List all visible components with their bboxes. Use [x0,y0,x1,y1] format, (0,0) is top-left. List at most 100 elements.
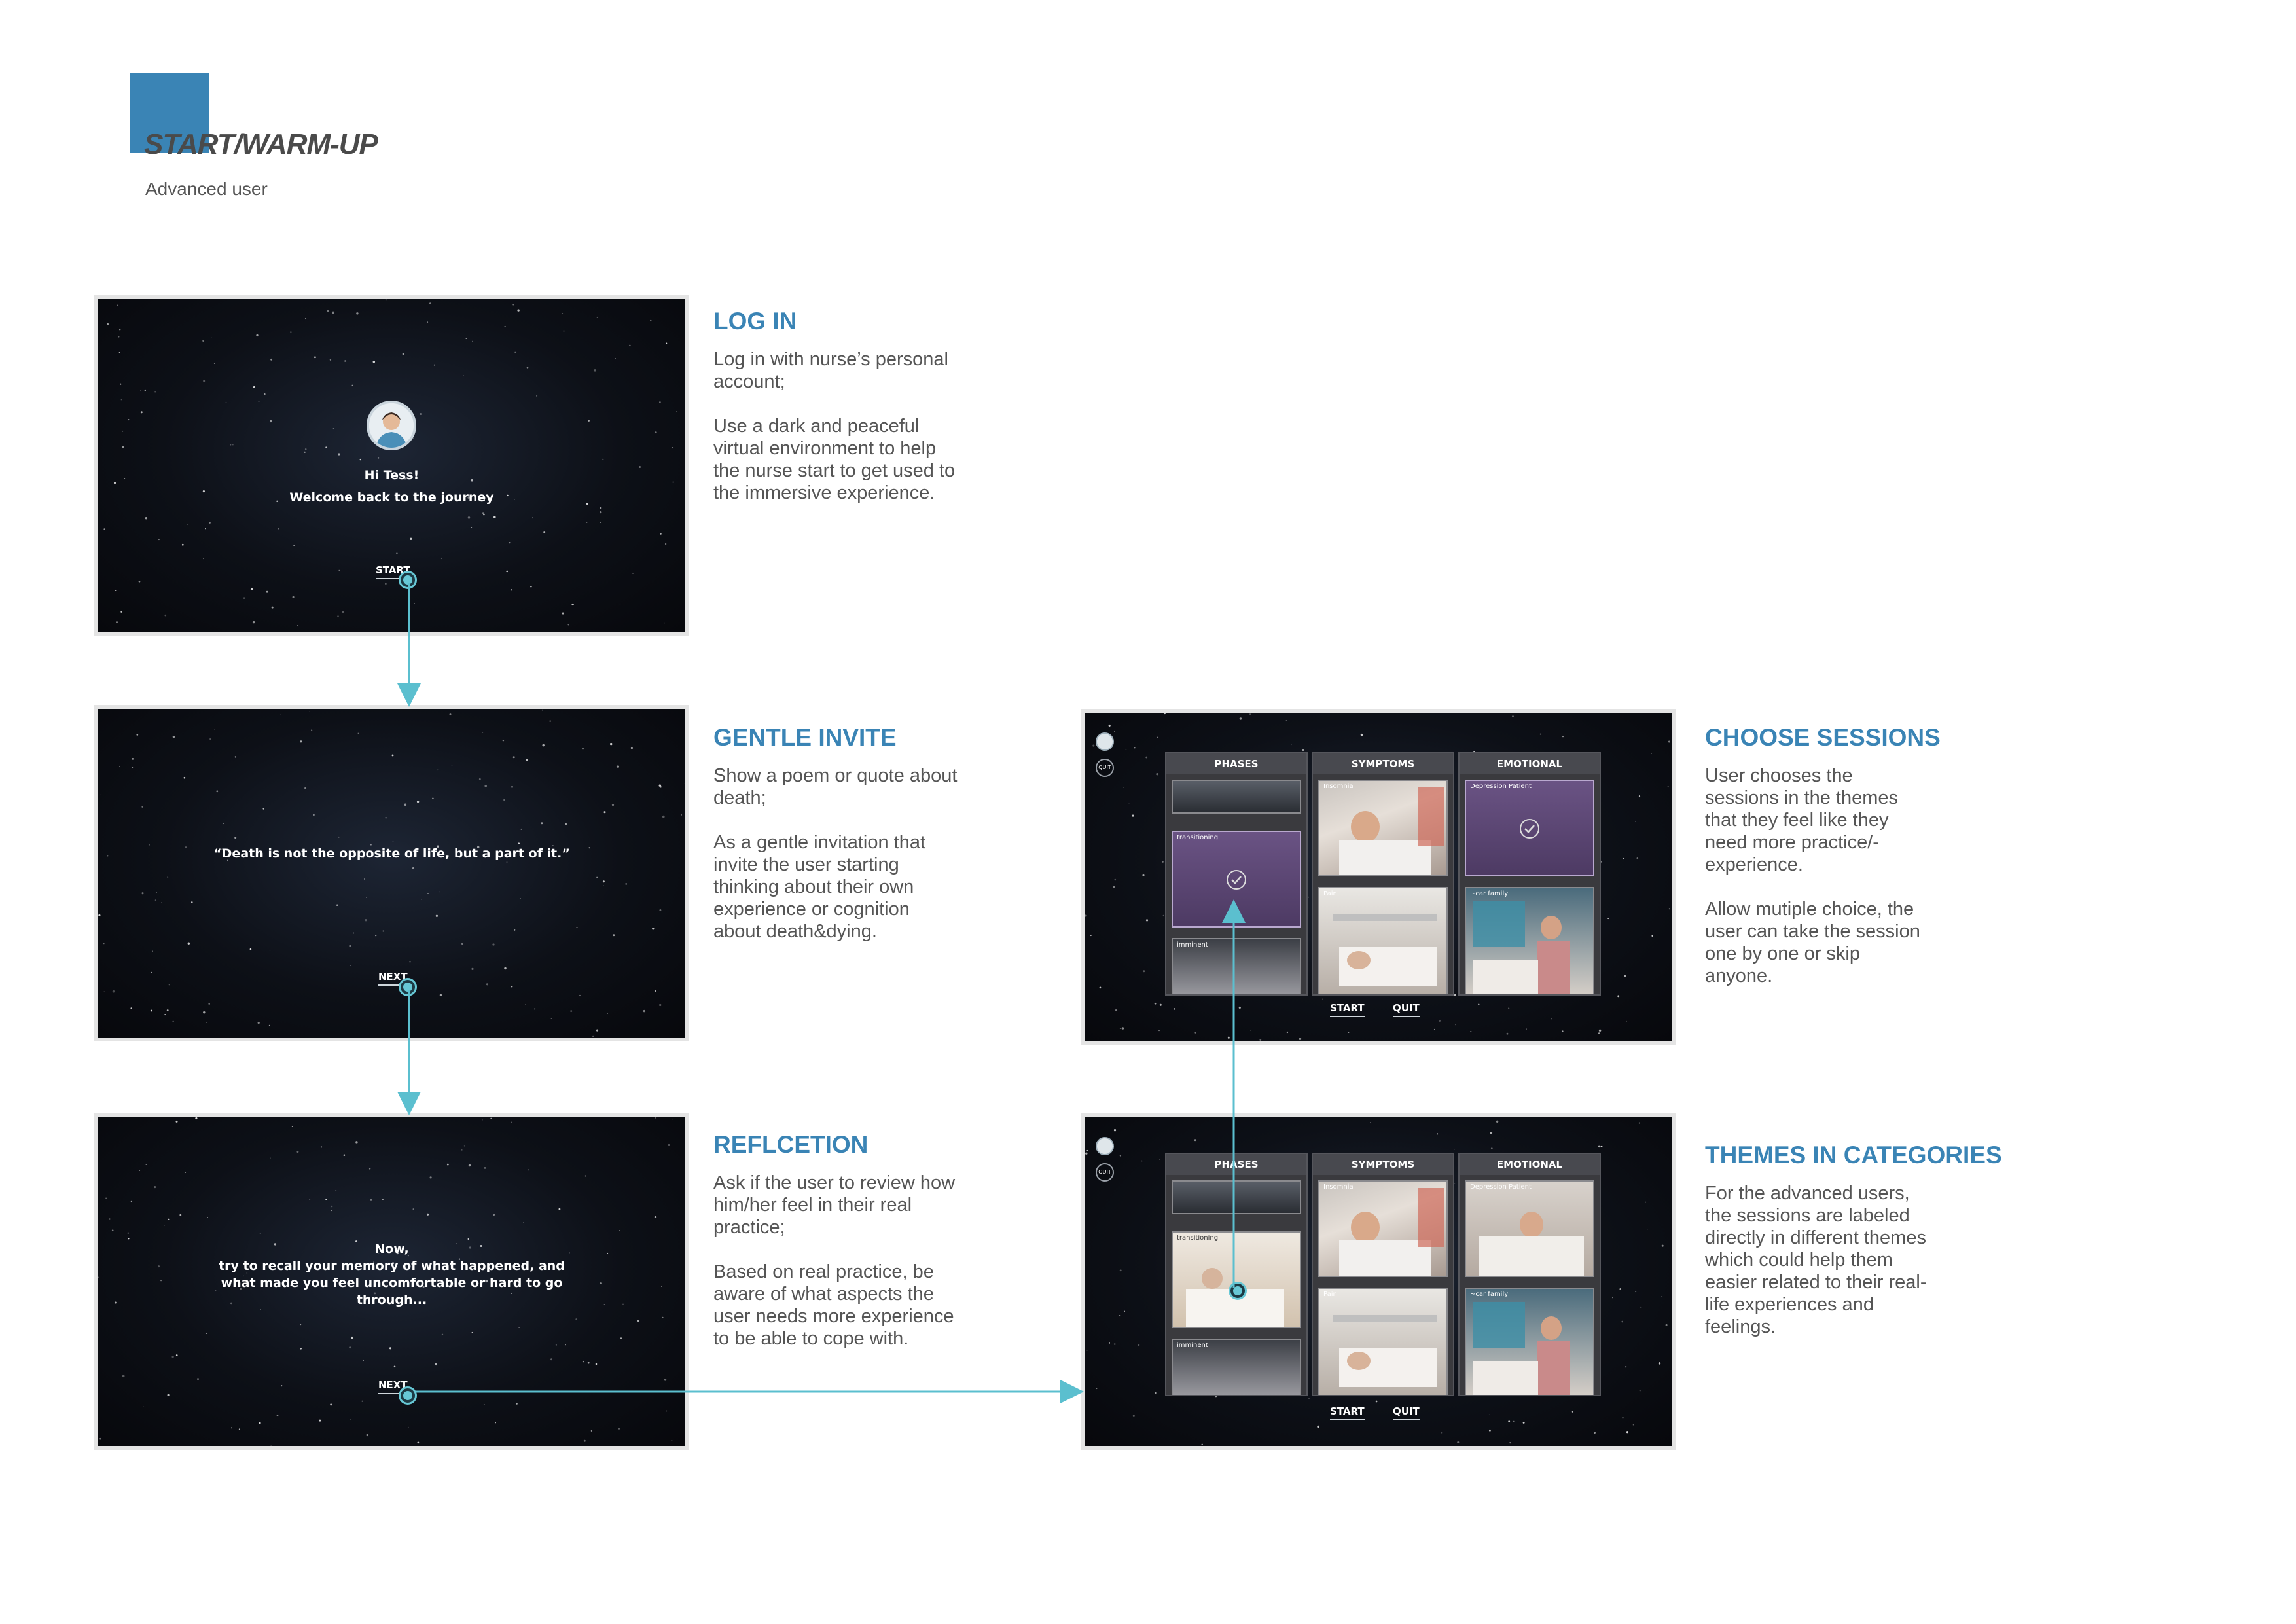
session-tile[interactable]: Pain [1318,1288,1448,1395]
star [429,1176,432,1179]
session-tile[interactable]: Insomnia [1318,780,1448,876]
session-tile-selected[interactable]: Depression Patient [1465,780,1594,876]
star [465,338,467,339]
star [209,738,211,740]
star [185,1172,187,1173]
star [511,785,513,788]
star [1441,1432,1443,1434]
quit-button[interactable]: QUIT [1393,1002,1420,1017]
star [413,438,414,439]
star [1512,715,1514,717]
side-quit-button[interactable]: QUIT [1096,1163,1114,1182]
star [1119,1269,1122,1272]
side-quit-button[interactable]: QUIT [1096,759,1114,777]
session-tile[interactable]: Pain [1318,887,1448,994]
star [467,516,471,519]
star [331,1205,333,1208]
star [271,606,274,609]
column-header: SYMPTOMS [1313,753,1453,774]
header-accent-square [130,73,209,153]
star [361,1400,363,1402]
quit-button[interactable]: QUIT [1393,1405,1420,1420]
start-button[interactable]: START [1330,1405,1365,1420]
star [141,892,144,895]
star [1624,975,1626,977]
star [335,1190,337,1192]
star [666,1410,668,1412]
start-hotspot[interactable] [401,573,415,587]
star [1513,1420,1515,1422]
session-tile[interactable]: imminent [1172,938,1301,994]
star [1308,1398,1310,1399]
star [291,1126,293,1127]
tile-label: Insomnia [1323,783,1354,790]
star [382,930,384,932]
session-tile[interactable] [1172,1180,1301,1214]
star [1113,730,1116,732]
session-tile[interactable]: Insomnia [1318,1180,1448,1277]
star [268,1024,270,1026]
next-hotspot[interactable] [401,1388,415,1403]
login-greeting: Hi Tess! [364,468,420,482]
star [1607,918,1609,920]
star [1651,752,1653,754]
star [552,845,554,846]
star [351,384,353,386]
star [325,446,327,448]
star [270,1445,272,1446]
session-tile[interactable]: imminent [1172,1339,1301,1395]
star [1143,970,1145,973]
star [278,528,279,530]
star [1259,1039,1262,1041]
session-tile[interactable] [1172,780,1301,814]
star [1162,914,1164,917]
star [304,448,307,450]
user-avatar-icon[interactable] [1096,732,1114,751]
next-hotspot[interactable] [401,980,415,994]
star [439,994,442,996]
star [543,531,546,533]
star [492,943,495,946]
tile-label: transitioning [1177,834,1219,841]
star [385,583,387,585]
star [463,1145,465,1147]
tile-label: Depression Patient [1470,1183,1532,1191]
star [276,500,278,503]
session-tile-selected[interactable]: transitioning [1172,831,1301,928]
starfield [98,709,685,1038]
star [600,521,602,523]
start-button[interactable]: START [1330,1002,1365,1017]
tile-label: Pain [1323,890,1337,897]
star [234,756,236,758]
star [1439,1020,1441,1022]
star [412,867,414,869]
star [1621,1320,1623,1323]
star [668,1144,670,1146]
tile-label: imminent [1177,941,1208,948]
user-avatar-icon[interactable] [1096,1137,1114,1155]
star [259,1422,261,1424]
next-button[interactable]: NEXT [378,971,408,986]
star [483,513,485,516]
star [417,1441,420,1444]
star [1598,1029,1602,1032]
star [483,1403,485,1405]
session-tile[interactable]: transitioning [1172,1231,1301,1328]
star [230,1427,232,1429]
star [586,522,588,523]
session-tile[interactable]: ~car family [1465,887,1594,994]
star [103,943,105,945]
session-tile[interactable]: Depression Patient [1465,1180,1594,1277]
star [1665,1324,1668,1326]
next-button[interactable]: NEXT [378,1379,408,1394]
star [409,961,411,963]
star [185,846,187,848]
star [1375,1400,1378,1403]
start-button[interactable]: START [376,564,410,579]
star [643,1009,646,1013]
reflection-screen: Now, try to recall your memory of what h… [94,1113,689,1450]
star [512,304,514,306]
star [136,734,139,736]
session-tile[interactable]: ~car family [1465,1288,1594,1395]
star [131,767,134,768]
